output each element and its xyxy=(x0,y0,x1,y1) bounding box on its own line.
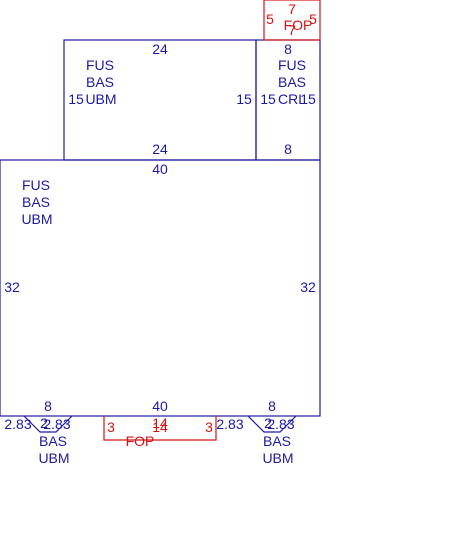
left-bay-top-dimension: 8 xyxy=(44,398,52,414)
main-line3: UBM xyxy=(21,211,52,227)
main-top-dimension: 40 xyxy=(152,161,168,177)
right-bay-area: 8 2.83 2 2.83 BAS UBM xyxy=(216,398,297,466)
upper-right-right-dimension: 15 xyxy=(300,91,316,107)
top-porch-right-dimension: 5 xyxy=(309,11,317,27)
left-bay-line2: UBM xyxy=(38,450,69,466)
main-area: FUS BAS UBM 40 40 32 32 xyxy=(0,159,321,417)
upper-right-bottom-dimension: 8 xyxy=(284,141,292,157)
bottom-porch-outline xyxy=(103,416,217,441)
upper-right-line1: FUS xyxy=(278,57,306,73)
upper-left-area: FUS BAS UBM 24 24 15 15 xyxy=(63,39,257,161)
upper-left-bottom-dimension: 24 xyxy=(152,141,168,157)
top-porch: FOP 7 7 5 5 xyxy=(263,0,321,41)
right-bay-outline xyxy=(247,415,297,433)
upper-left-top-dimension: 24 xyxy=(152,41,168,57)
top-porch-label: FOP xyxy=(284,17,313,33)
top-porch-outline xyxy=(263,0,321,41)
left-bay-left-side-dimension: 2.83 xyxy=(4,416,31,432)
upper-left-line3: UBM xyxy=(85,91,116,107)
upper-left-left-dimension: 15 xyxy=(68,91,84,107)
main-line2: BAS xyxy=(22,194,50,210)
main-left-dimension: 32 xyxy=(4,279,20,295)
upper-right-top-dimension: 8 xyxy=(284,41,292,57)
upper-left-line1: FUS xyxy=(86,57,114,73)
main-line1: FUS xyxy=(22,177,50,193)
top-porch-bottom-dimension: 7 xyxy=(288,22,296,38)
upper-left-right-dimension: 15 xyxy=(236,91,252,107)
main-outline xyxy=(0,159,321,417)
right-bay-right-side-dimension: 2.83 xyxy=(267,416,294,432)
left-bay-line1: BAS xyxy=(39,433,67,449)
main-right-dimension: 32 xyxy=(300,279,316,295)
left-bay-area: 8 2.83 2 2.83 BAS UBM xyxy=(4,398,73,466)
upper-right-line2: BAS xyxy=(278,74,306,90)
upper-left-line2: BAS xyxy=(86,74,114,90)
main-bottom-dimension: 40 xyxy=(152,398,168,414)
right-bay-line1: BAS xyxy=(263,433,291,449)
right-bay-line2: UBM xyxy=(262,450,293,466)
top-porch-top-dimension: 7 xyxy=(288,1,296,17)
right-bay-left-side-dimension: 2.83 xyxy=(216,416,243,432)
upper-right-area: FUS BAS CRL 8 8 15 15 xyxy=(255,39,321,161)
bottom-porch-label: FOP xyxy=(126,433,155,449)
top-porch-left-dimension: 5 xyxy=(266,11,274,27)
upper-right-line3: CRL xyxy=(278,91,306,107)
bottom-porch-right-dimension: 3 xyxy=(205,419,213,435)
bottom-porch: FOP 14 14 3 3 xyxy=(103,415,217,449)
bottom-porch-left-dimension: 3 xyxy=(107,419,115,435)
left-bay-right-side-dimension: 2.83 xyxy=(43,416,70,432)
bottom-porch-top-dimension: 14 xyxy=(152,415,168,431)
right-bay-bottom-dimension: 2 xyxy=(264,415,272,431)
upper-right-left-dimension: 15 xyxy=(260,91,276,107)
bottom-porch-bottom-dimension: 14 xyxy=(152,419,168,435)
left-bay-outline xyxy=(23,415,73,433)
right-bay-top-dimension: 8 xyxy=(268,398,276,414)
left-bay-bottom-dimension: 2 xyxy=(40,415,48,431)
